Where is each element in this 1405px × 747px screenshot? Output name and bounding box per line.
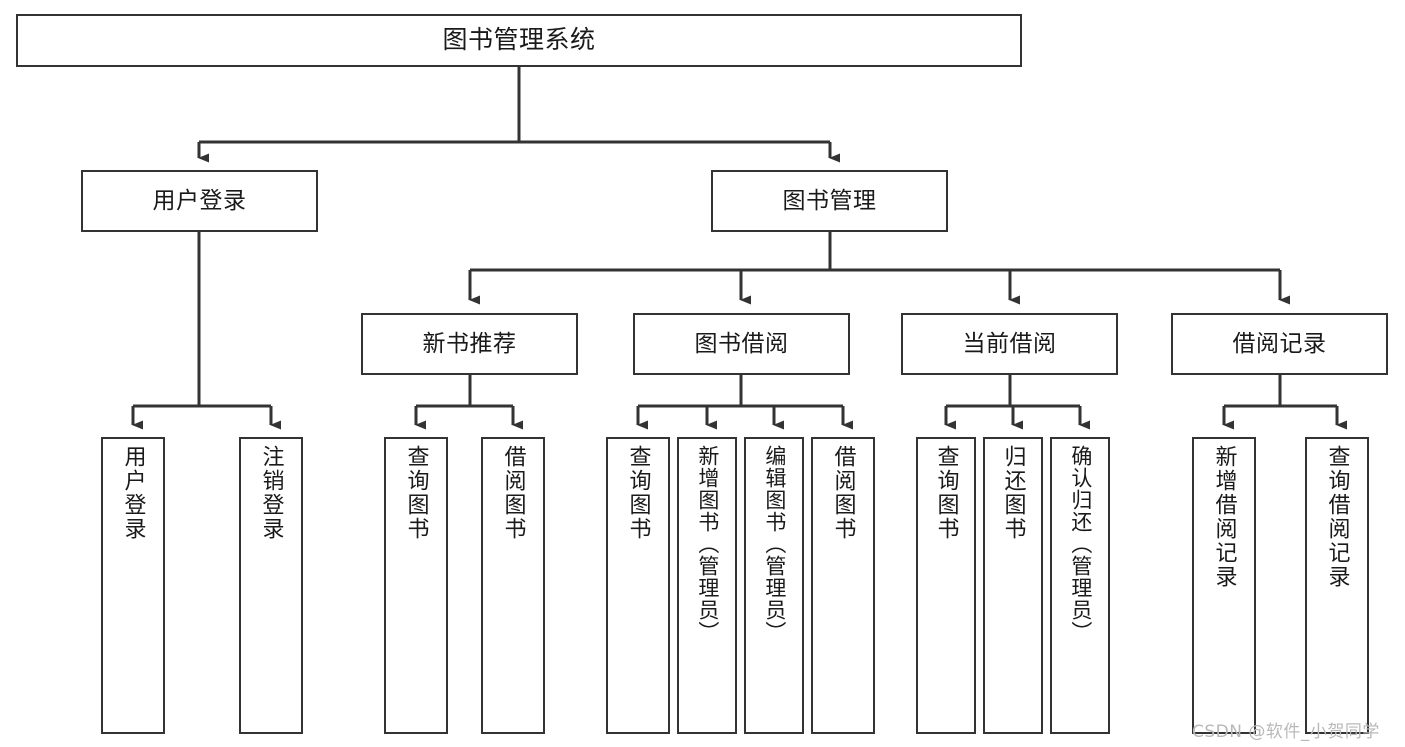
leaf-book-borrow-query[interactable]: 查询图书 [606,437,670,734]
leaf-new-book-borrow[interactable]: 借阅图书 [481,437,545,734]
node-borrow-record-label: 借阅记录 [1232,330,1327,357]
edges-bookmgmt-to-level3 [468,232,1290,305]
leaf-book-borrow-query-label: 查询图书 [625,445,651,541]
leaf-borrow-record-add[interactable]: 新增借阅记录 [1192,437,1256,734]
edges-bookborrow-to-leaves [636,375,853,430]
leaf-new-book-borrow-label: 借阅图书 [500,445,526,541]
edges-borrowrecord-to-leaves [1222,375,1347,430]
node-book-borrow[interactable]: 图书借阅 [633,313,850,375]
node-current-borrow[interactable]: 当前借阅 [901,313,1118,375]
leaf-user-login-logout-label: 注销登录 [258,445,284,541]
leaf-new-book-query-label: 查询图书 [403,445,429,541]
leaf-book-borrow-borrow[interactable]: 借阅图书 [811,437,875,734]
leaf-book-borrow-edit[interactable]: 编辑图书（管理员） [744,437,804,734]
leaf-borrow-record-add-label: 新增借阅记录 [1211,445,1237,589]
edges-root-to-level2 [197,67,840,163]
leaf-borrow-record-query-label: 查询借阅记录 [1324,445,1350,589]
leaf-book-borrow-edit-label: 编辑图书（管理员） [762,445,787,643]
node-borrow-record[interactable]: 借阅记录 [1171,313,1388,375]
leaf-current-borrow-return[interactable]: 归还图书 [983,437,1043,734]
node-user-login-label: 用户登录 [152,187,247,214]
edges-userlogin-to-leaves [131,232,281,430]
leaf-book-borrow-add[interactable]: 新增图书（管理员） [677,437,737,734]
leaf-current-borrow-return-label: 归还图书 [1000,445,1026,541]
leaf-borrow-record-query[interactable]: 查询借阅记录 [1305,437,1369,734]
node-book-management-label: 图书管理 [782,187,877,214]
node-book-management[interactable]: 图书管理 [711,170,948,232]
node-current-borrow-label: 当前借阅 [962,330,1057,357]
leaf-current-borrow-query[interactable]: 查询图书 [916,437,976,734]
watermark-label: CSDN @软件_小贺同学 [1192,722,1380,742]
leaf-user-login-login-label: 用户登录 [120,445,146,541]
leaf-book-borrow-add-label: 新增图书（管理员） [695,445,720,643]
node-book-borrow-label: 图书借阅 [694,330,789,357]
leaf-user-login-logout[interactable]: 注销登录 [239,437,303,734]
leaf-current-borrow-confirm[interactable]: 确认归还（管理员） [1050,437,1110,734]
edges-currentborrow-to-leaves [944,375,1090,430]
edges-newbook-to-leaves [414,375,523,430]
leaf-new-book-query[interactable]: 查询图书 [384,437,448,734]
leaf-current-borrow-confirm-label: 确认归还（管理员） [1068,445,1093,643]
node-root-system[interactable]: 图书管理系统 [16,14,1022,67]
node-user-login[interactable]: 用户登录 [81,170,318,232]
leaf-book-borrow-borrow-label: 借阅图书 [830,445,856,541]
node-new-book-recommend[interactable]: 新书推荐 [361,313,578,375]
node-new-book-recommend-label: 新书推荐 [422,330,517,357]
leaf-current-borrow-query-label: 查询图书 [933,445,959,541]
leaf-user-login-login[interactable]: 用户登录 [101,437,165,734]
node-root-system-label: 图书管理系统 [442,25,596,55]
